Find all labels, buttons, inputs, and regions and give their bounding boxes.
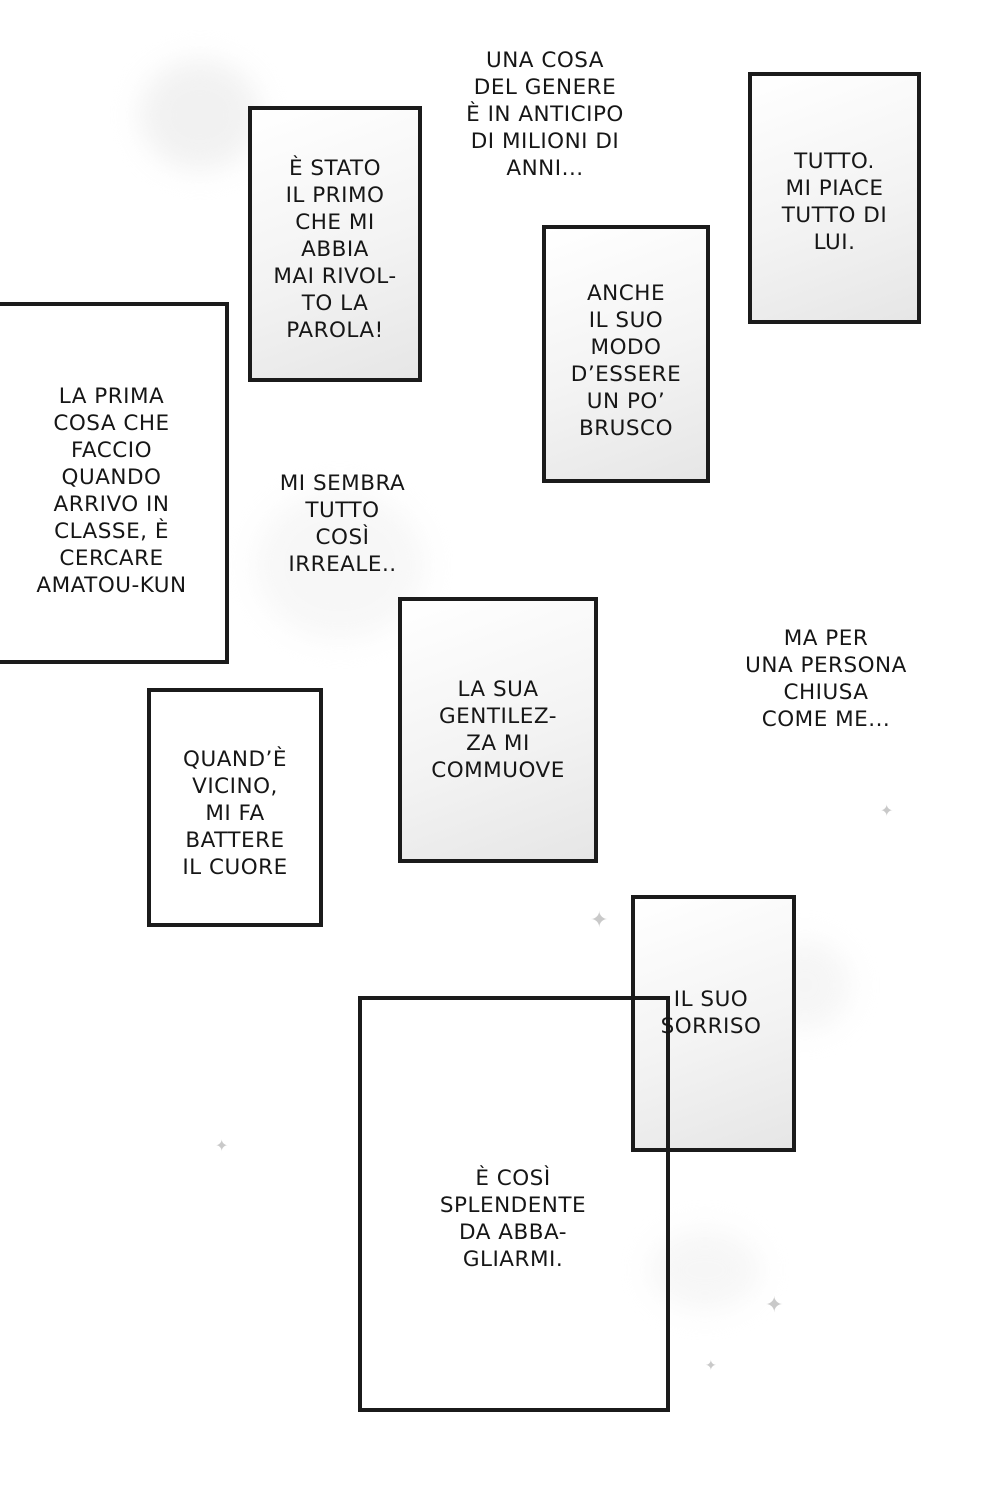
sparkle-icon: ✦ <box>880 801 894 820</box>
caption-una-cosa-del-genere: UNA COSA DEL GENERE È IN ANTICIPO DI MIL… <box>466 48 624 181</box>
panel-gentilezza <box>398 597 598 863</box>
caption-ma-per-una-persona-chiusa: MA PER UNA PERSONA CHIUSA COME ME... <box>745 626 907 732</box>
panel-splendente <box>358 996 670 1412</box>
background-tone <box>255 490 425 640</box>
caption-e-cosi-splendente: È COSÌ SPLENDENTE DA ABBA- GLIARMI. <box>439 1166 587 1272</box>
caption-mi-sembra-irreale: MI SEMBRA TUTTO COSÌ IRREALE.. <box>279 471 406 577</box>
panel-brusco <box>542 225 710 483</box>
caption-quand-e-vicino: QUAND’È VICINO, MI FA BATTERE IL CUORE <box>182 747 288 880</box>
sparkle-icon: ✦ <box>215 1136 229 1155</box>
panel-sorriso <box>631 895 796 1152</box>
background-tone <box>140 60 260 170</box>
panel-tutto <box>748 72 921 324</box>
sparkle-icon: ✦ <box>705 1358 717 1374</box>
sparkle-icon: ✦ <box>590 908 609 933</box>
panel-prima-cosa <box>0 302 229 664</box>
caption-e-stato-il-primo: È STATO IL PRIMO CHE MI ABBIA MAI RIVOL-… <box>273 156 397 343</box>
panel-primo <box>248 106 422 382</box>
sparkle-icon: ✦ <box>765 1293 784 1318</box>
caption-tutto-mi-piace: TUTTO. MI PIACE TUTTO DI LUI. <box>781 149 888 255</box>
panel-vicino <box>147 688 323 927</box>
caption-il-suo-sorriso: IL SUO SORRISO <box>660 987 762 1039</box>
caption-la-prima-cosa: LA PRIMA COSA CHE FACCIO QUANDO ARRIVO I… <box>36 384 187 598</box>
caption-anche-il-suo-modo: ANCHE IL SUO MODO D’ESSERE UN PO’ BRUSCO <box>570 281 682 441</box>
caption-la-sua-gentilezza: LA SUA GENTILEZ- ZA MI COMMUOVE <box>431 677 565 783</box>
